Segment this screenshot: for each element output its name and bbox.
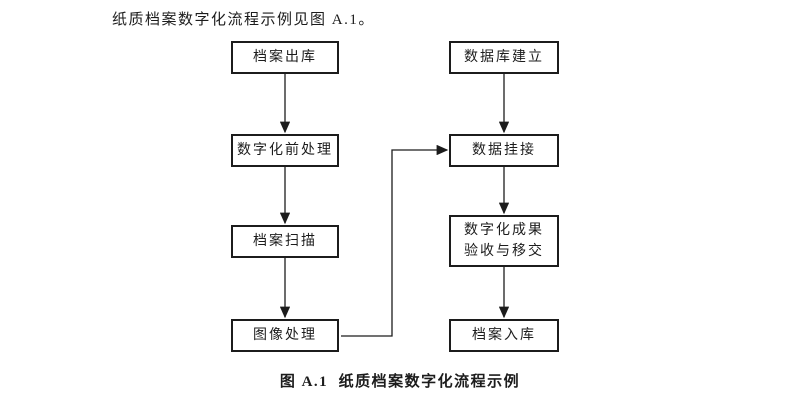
flow-node-label: 档案入库 [472,328,536,343]
flow-node-archive-checkout: 档案出库 [231,41,339,74]
flow-node-label: 数字化前处理 [237,143,333,158]
flow-node-label: 数据挂接 [472,143,536,158]
flow-node-pre-digitization-processing: 数字化前处理 [231,134,339,167]
flow-node-label: 数据库建立 [464,50,544,65]
flow-node-image-processing: 图像处理 [231,319,339,352]
flow-node-database-creation: 数据库建立 [449,41,559,74]
flow-node-label: 图像处理 [253,328,317,343]
figure-caption: 图 A.1 纸质档案数字化流程示例 [279,374,521,390]
flow-node-label-line2: 验收与移交 [464,244,544,259]
flow-node-label: 档案出库 [253,50,317,65]
flow-node-archive-scanning: 档案扫描 [231,225,339,258]
flow-node-data-linking: 数据挂接 [449,134,559,167]
flow-node-label-line1: 数字化成果 [464,223,544,238]
flow-node-label: 档案扫描 [253,234,317,249]
flow-node-archive-storage: 档案入库 [449,319,559,352]
flow-node-acceptance-and-transfer: 数字化成果 验收与移交 [449,215,559,267]
arrow-image-processing-to-data-linking [341,144,449,337]
intro-text: 纸质档案数字化流程示例见图 A.1。 [112,12,375,28]
